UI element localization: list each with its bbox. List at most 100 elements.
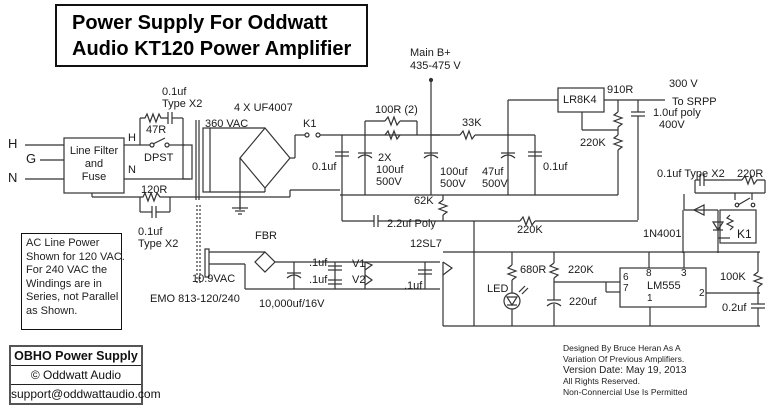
- ic-label: LM555: [647, 280, 681, 292]
- r220k-bias-label: 220K: [517, 224, 543, 236]
- resistor-220r: [741, 174, 765, 186]
- note-line: AC Line Power: [26, 237, 100, 249]
- regulator-label: LR8K4: [563, 94, 597, 106]
- resistor-220k-reg: [612, 134, 624, 151]
- dpst-switch: [152, 137, 166, 145]
- c5-label: 0.1uf: [543, 161, 568, 173]
- r120-label: 120R: [141, 184, 168, 196]
- relay-k1-box: [719, 209, 757, 244]
- resistor-62k: [437, 199, 449, 216]
- cap-10000uf: [286, 274, 302, 279]
- pin3-label: 3: [681, 268, 687, 279]
- c-snubber2-value: 0.1uf: [138, 226, 163, 238]
- note-line: Windings are in: [26, 277, 102, 290]
- tube-label: 12SL7: [410, 238, 442, 250]
- lm555-box: [619, 267, 707, 308]
- relay-c-label: 0.1uf Type X2: [657, 168, 725, 180]
- r100-label: 100R (2): [375, 104, 418, 116]
- secondary-hv-label: 360 VAC: [205, 118, 249, 130]
- line-filter-label: Line Filter and Fuse: [68, 145, 120, 184]
- title-box: Power Supply For Oddwatt Audio KT120 Pow…: [55, 4, 368, 67]
- line-filter-line-2: and: [84, 158, 104, 170]
- resistor-120r: [140, 191, 170, 203]
- r220k-timer-label: 220K: [568, 264, 594, 276]
- credits: Designed By Bruce Heran As A Variation O…: [563, 343, 687, 398]
- credits-line: All Rights Reserved.: [563, 376, 641, 386]
- c4-line-1: 47uf: [482, 166, 504, 178]
- c3-line-2: 500V: [440, 178, 466, 190]
- pin7-label: 7: [623, 283, 629, 294]
- c-poly-label: 2.2uf Poly: [387, 218, 436, 230]
- credits-version: Version Date: May 19, 2013: [563, 365, 687, 376]
- title-line-2: Audio KT120 Power Amplifier: [72, 38, 352, 60]
- main-bplus-line-2: 435-475 V: [410, 60, 461, 72]
- relay-k1-label: K1: [737, 227, 752, 241]
- bridge-rectifier: [239, 127, 291, 189]
- rectifier-label: 4 X UF4007: [234, 102, 293, 114]
- cap-220uf: [546, 302, 562, 307]
- cap-47uf: [500, 154, 516, 159]
- info-box: OBHO Power Supply © Oddwatt Audio suppor…: [9, 345, 161, 405]
- ac-line-note: AC Line Power Shown for 120 VAC. For 240…: [21, 233, 125, 330]
- r910-label: 910R: [607, 84, 634, 96]
- r100k-label: 100K: [720, 271, 746, 283]
- heater-12sl7: [442, 261, 454, 276]
- resistor-910r: [612, 111, 624, 128]
- cap-100uf-2x: [357, 154, 373, 159]
- note-line: For 240 VAC the: [26, 264, 108, 276]
- resistor-100r-b: [384, 129, 401, 141]
- r680-label: 680R: [520, 264, 547, 276]
- c-snubber-type: Type X2: [162, 98, 203, 110]
- note-line: Shown for 120 VAC.: [26, 250, 125, 263]
- resistor-47r: [140, 112, 168, 124]
- hot-label: H: [8, 136, 18, 151]
- k1-contact-b: [315, 132, 321, 138]
- out-target: To SRPP: [672, 96, 717, 108]
- diode-label: 1N4001: [643, 228, 682, 240]
- r62k-label: 62K: [414, 195, 434, 207]
- led-label: LED: [487, 283, 509, 295]
- switch-contact: [149, 142, 155, 148]
- secondary-lv-winding: [204, 248, 210, 278]
- c3-line-1: 100uf: [440, 166, 468, 178]
- c-v2-label: .1uf: [309, 274, 328, 286]
- c02-label: 0.2uf: [722, 302, 747, 314]
- credits-line: Designed By Bruce Heran As A: [563, 343, 681, 353]
- info-email[interactable]: support@oddwattaudio.com: [11, 387, 161, 401]
- v1-label: V1: [352, 258, 366, 270]
- resistor-33k: [459, 129, 476, 141]
- c-snubber2-type: Type X2: [138, 238, 179, 250]
- note-line: Series, not Parallel: [26, 291, 119, 303]
- resistor-680r: [506, 264, 518, 281]
- c-out-line-2: 400V: [659, 119, 685, 131]
- c-snubber-value: 0.1uf: [162, 86, 187, 98]
- line-filter-box: [63, 137, 125, 194]
- full-bridge-rectifier: [254, 251, 276, 273]
- led-symbol: [503, 292, 521, 310]
- c2-line-1: 2X: [378, 152, 392, 164]
- c2-line-3: 500V: [376, 176, 402, 188]
- secondary-hv-winding: [202, 127, 211, 193]
- filter-h-label: H: [128, 132, 136, 144]
- line-filter-line-1: Line Filter: [69, 145, 119, 157]
- pin2-label: 2: [699, 288, 705, 299]
- ground-label: G: [26, 151, 37, 166]
- resistor-220k-timer: [548, 262, 560, 279]
- k1-contact-a: [304, 132, 310, 138]
- c-big-label: 10,000uf/16V: [259, 298, 325, 310]
- r47-label: 47R: [146, 124, 167, 136]
- primary-winding: [182, 144, 193, 180]
- relay-r-label: 220R: [737, 168, 764, 180]
- pin6-label: 6: [623, 272, 629, 283]
- dpst-label: DPST: [144, 152, 174, 164]
- c1-label: 0.1uf: [312, 161, 337, 173]
- fbr-label: FBR: [255, 230, 277, 242]
- c-tube-label: .1uf: [404, 280, 423, 292]
- info-copyright: © Oddwatt Audio: [11, 366, 141, 385]
- c-out-line-1: 1.0uf poly: [653, 107, 701, 119]
- secondary-lv-label: 10.9VAC: [192, 273, 236, 285]
- c-v1-label: .1uf: [309, 257, 328, 269]
- resistor-100k: [752, 271, 764, 288]
- r220k-reg-label: 220K: [580, 137, 606, 149]
